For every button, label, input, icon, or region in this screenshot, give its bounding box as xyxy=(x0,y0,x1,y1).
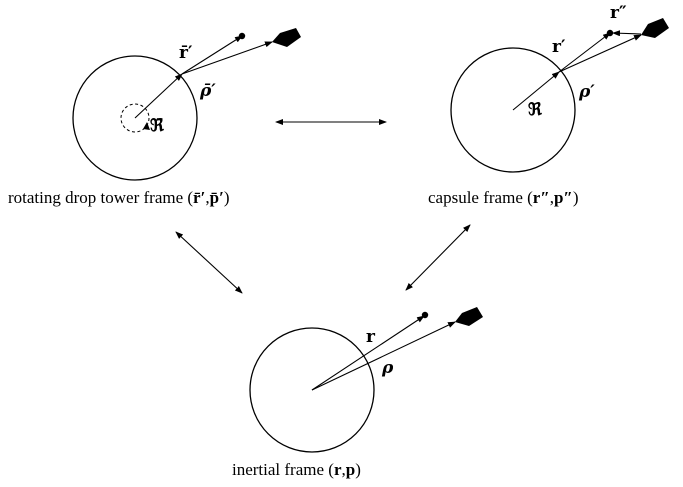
inertial-frame-caption: inertial frame (r,p) xyxy=(232,460,361,479)
capsule-frame-r2-vector xyxy=(612,30,642,37)
rotating-frame-caption: rotating drop tower frame (r̄′,p̄′) xyxy=(8,188,230,207)
inertial-frame-group: r ρ inertial frame (r,p) xyxy=(232,307,483,479)
rotating-frame-r-vector xyxy=(181,35,243,75)
capsule-frame-R-vector xyxy=(512,71,560,111)
capsule-frame-label-r: r′ xyxy=(552,37,566,57)
inertial-frame-point xyxy=(421,311,429,319)
rotation-indicator-circle xyxy=(120,103,150,133)
rotation-indicator-arrowhead xyxy=(143,122,150,130)
rotating-inertial-transform-arrow xyxy=(175,231,243,294)
inertial-frame-capsule-icon xyxy=(455,307,483,326)
capsule-frame-point xyxy=(606,29,614,37)
capsule-frame-label-rho: ρ′ xyxy=(578,82,595,102)
capsule-frame-caption: capsule frame (r″,p″) xyxy=(428,188,578,207)
inertial-frame-label-r: r xyxy=(366,327,376,347)
rotating-frame-group: r̄′ ρ̄′ ℜ̄ rotating drop tower frame (r̄… xyxy=(8,28,301,207)
rotating-frame-point xyxy=(238,32,246,40)
capsule-frame-label-r2: r″ xyxy=(610,3,627,23)
rotating-frame-rho-vector xyxy=(181,41,273,75)
rotating-frame-label-r: r̄′ xyxy=(179,43,193,63)
capsule-frame-capsule-icon xyxy=(641,18,669,38)
rotating-frame-earth xyxy=(72,55,198,181)
capsule-frame-label-R: ℜ xyxy=(528,100,543,120)
rotating-frame-capsule-icon xyxy=(272,28,301,47)
rotating-frame-label-R: ℜ̄ xyxy=(150,116,165,136)
inertial-frame-label-rho: ρ xyxy=(381,358,394,378)
capsule-frame-rho-vector xyxy=(558,34,642,73)
inertial-frame-r-vector xyxy=(311,315,425,391)
capsule-inertial-transform-arrow xyxy=(405,224,471,291)
capsule-frame-r-vector xyxy=(558,32,611,73)
rotating-frame-R-vector xyxy=(134,73,183,119)
capsule-frame-earth xyxy=(450,47,576,173)
capsule-frame-group: r′ r″ ρ′ ℜ capsule frame (r″,p″) xyxy=(428,3,669,207)
inertial-frame-earth xyxy=(249,327,375,453)
inertial-frame-rho-vector xyxy=(311,321,456,391)
rotating-frame-label-rho: ρ̄′ xyxy=(199,81,216,101)
